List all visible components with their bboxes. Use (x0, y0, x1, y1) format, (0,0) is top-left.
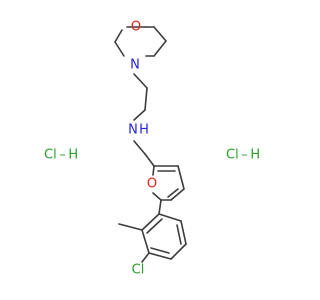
bond (177, 165, 185, 190)
methyl-bond (118, 223, 143, 231)
bond (141, 213, 160, 231)
bond (158, 199, 162, 215)
aryl-ring (118, 199, 187, 263)
bond (170, 243, 187, 260)
molecule-drawing: O N N H O Cl Cl – H Cl – H (44, 20, 260, 278)
bond (153, 26, 167, 42)
hcl-salt-left: Cl – H (44, 148, 78, 163)
atom-h-amine: H (139, 123, 149, 138)
bond (144, 153, 155, 167)
bond (167, 188, 179, 198)
bond (141, 229, 150, 254)
bond (152, 165, 155, 176)
hcl-salt-right: Cl – H (226, 148, 260, 163)
bond (144, 87, 148, 111)
bond (146, 218, 163, 234)
bond (133, 109, 146, 121)
bond (170, 188, 185, 201)
bond (150, 247, 170, 254)
atom-n-morpholine: N (130, 58, 140, 73)
structure-diagram: O N N H O Cl Cl – H Cl – H (44, 20, 260, 278)
bond (133, 140, 146, 155)
bond (158, 213, 182, 222)
atom-o-furan: O (147, 177, 157, 192)
chloro-bond (141, 252, 150, 263)
propyl-chain (133, 73, 148, 155)
bond (176, 224, 182, 245)
bond (153, 40, 167, 57)
bond (133, 73, 148, 89)
bond (114, 29, 123, 43)
bond (148, 252, 172, 260)
atom-o-morpholine: O (131, 20, 141, 35)
atom-cl-aryl: Cl (132, 263, 145, 278)
bond (114, 41, 125, 57)
morpholine-ring (114, 26, 167, 57)
bond (152, 192, 162, 201)
furan-ring (144, 153, 185, 201)
bond (180, 220, 187, 245)
atom-n-amine: N (128, 123, 138, 138)
